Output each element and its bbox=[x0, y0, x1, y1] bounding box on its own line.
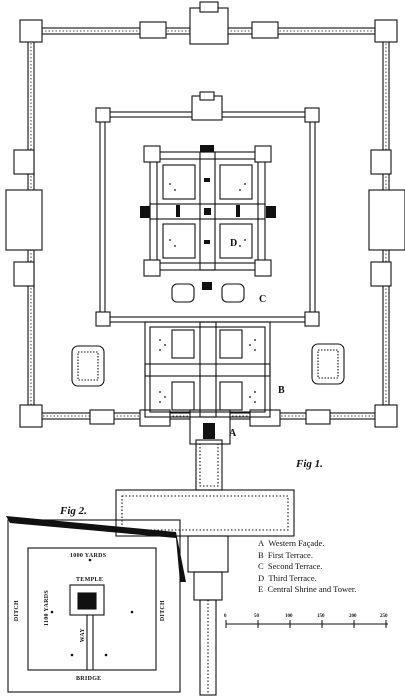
legend: A Western Façade. B First Terrace. C Sec… bbox=[258, 538, 356, 596]
scale-tick-150: 150 bbox=[317, 614, 325, 619]
label-a: A bbox=[229, 428, 237, 439]
first-terrace bbox=[144, 321, 271, 418]
outer-library-right bbox=[311, 343, 345, 385]
outer-enclosure-wall bbox=[27, 27, 390, 420]
label-b: B bbox=[278, 385, 285, 396]
side-dimension: 1100 YARDS bbox=[44, 590, 50, 627]
scale-bar bbox=[225, 620, 388, 628]
legend-item-d: D Third Terrace. bbox=[258, 572, 317, 583]
scale-tick-0: 0 bbox=[224, 614, 227, 619]
top-dimension: 1000 YARDS bbox=[70, 553, 107, 559]
outer-library-left bbox=[71, 345, 105, 387]
label-c: C bbox=[259, 294, 267, 305]
legend-item-e: E Central Shrine and Tower. bbox=[258, 584, 357, 594]
scale-tick-200: 200 bbox=[349, 614, 357, 619]
site-plan-fig2 bbox=[7, 519, 181, 693]
scale-tick-250: 250 bbox=[380, 614, 388, 619]
legend-item-b: B First Terrace. bbox=[258, 549, 313, 560]
ditch-band bbox=[6, 516, 186, 582]
legend-item-a: A Western Façade. bbox=[258, 538, 325, 548]
temple-label: TEMPLE bbox=[76, 577, 104, 583]
ditch-left: DITCH bbox=[14, 600, 20, 622]
causeway-label: WAY bbox=[80, 628, 86, 643]
library-right bbox=[221, 283, 245, 303]
scale-tick-50: 50 bbox=[254, 614, 259, 619]
second-terrace bbox=[99, 111, 316, 323]
fig1-label: Fig 1. bbox=[296, 458, 323, 470]
label-d: D bbox=[230, 238, 238, 249]
ditch-right: DITCH bbox=[160, 600, 166, 622]
legend-item-c: C Second Terrace. bbox=[258, 561, 323, 571]
scale-tick-100: 100 bbox=[285, 614, 293, 619]
library-left bbox=[171, 283, 195, 303]
bridge-label: BRIDGE bbox=[76, 676, 102, 682]
fig2-label: Fig 2. bbox=[60, 505, 87, 517]
